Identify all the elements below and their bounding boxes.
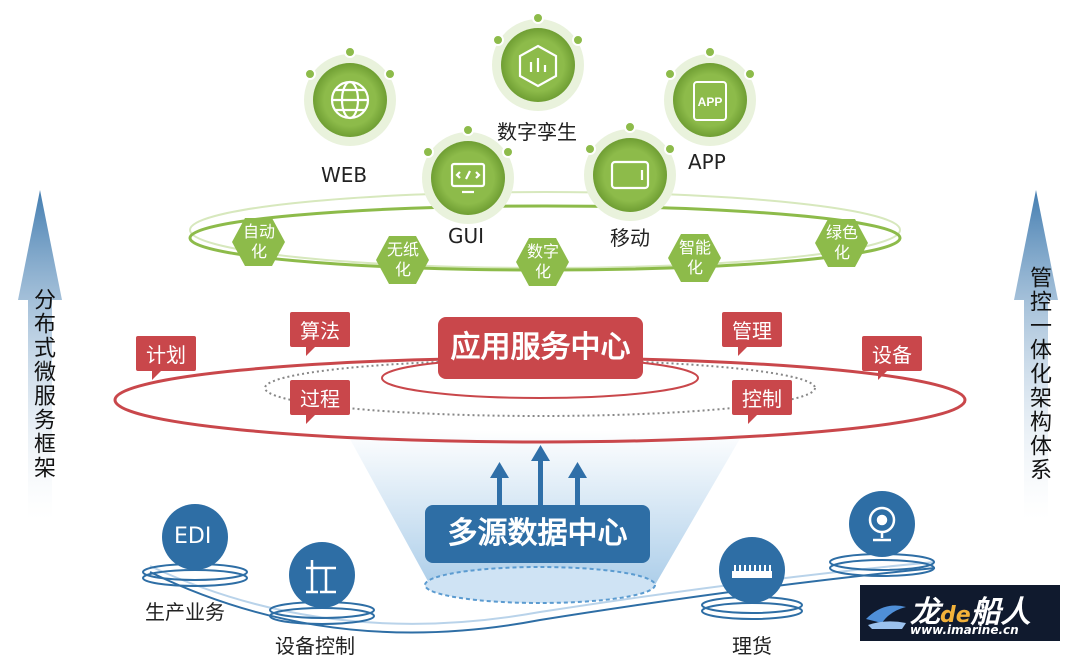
hex-digital-label: 数字 化 (526, 242, 559, 281)
production-label: 生产业务 (145, 600, 225, 624)
tag-management: 管理 (722, 312, 782, 356)
app-node: APP (664, 46, 756, 146)
ruler-icon (732, 565, 772, 578)
mobile-node (584, 121, 676, 221)
edi-node (162, 504, 228, 570)
ship-logo-icon (866, 605, 906, 629)
digital-twin-label: 数字孪生 (497, 120, 577, 144)
hex-automation-label: 自动 化 (242, 222, 275, 261)
hex-green (815, 219, 868, 267)
logo-text: 龙de船人 (910, 595, 1031, 630)
chart-box-icon (518, 44, 558, 88)
app-service-center: 应用服务中心 (438, 317, 643, 379)
hex-automation (232, 218, 285, 266)
up-arrows (490, 445, 587, 513)
gui-node (422, 124, 514, 224)
webcam-icon (868, 506, 896, 542)
tag-equipment: 设备 (862, 336, 922, 380)
svg-text:APP: APP (698, 95, 723, 109)
web-node (304, 46, 396, 146)
tag-control: 控制 (732, 380, 792, 424)
hex-green-label: 绿色 化 (825, 223, 858, 262)
logo-url: www.imarine.cn (910, 623, 1019, 637)
left-up-arrow (18, 190, 62, 520)
gui-label: GUI (448, 224, 485, 248)
hex-intelligent (668, 234, 721, 282)
code-screen-icon (450, 162, 486, 194)
equipment-control-label: 设备控制 (275, 634, 355, 658)
globe-icon (330, 80, 370, 120)
mobile-label: 移动 (610, 226, 650, 250)
edi-icon: EDI (174, 524, 212, 549)
tablet-icon (610, 160, 650, 190)
left-vertical-label: 分布式微服务框架 (30, 288, 55, 480)
tag-process: 过程 (290, 380, 350, 424)
tally-label: 理货 (732, 634, 772, 658)
tally-node (719, 537, 785, 603)
crane-node (289, 542, 355, 608)
hex-digital (516, 238, 569, 286)
app-icon: APP (693, 81, 727, 121)
longde-logo: 龙de船人 www.imarine.cn (860, 585, 1060, 641)
right-vertical-label: 管控一体化架构体系 (1026, 266, 1051, 482)
camera-node (849, 491, 915, 557)
app-label: APP (688, 150, 726, 174)
multi-source-data-center: 多源数据中心 (425, 505, 650, 563)
digital-twin-node (492, 12, 584, 111)
hex-paperless (376, 236, 429, 284)
right-up-arrow (1014, 190, 1058, 520)
crane-icon (306, 560, 336, 594)
tag-algorithm: 算法 (290, 312, 350, 356)
hex-paperless-label: 无纸 化 (386, 240, 419, 279)
web-label: WEB (321, 163, 368, 187)
tag-plan: 计划 (136, 336, 196, 380)
hex-intelligent-label: 智能 化 (678, 238, 711, 277)
